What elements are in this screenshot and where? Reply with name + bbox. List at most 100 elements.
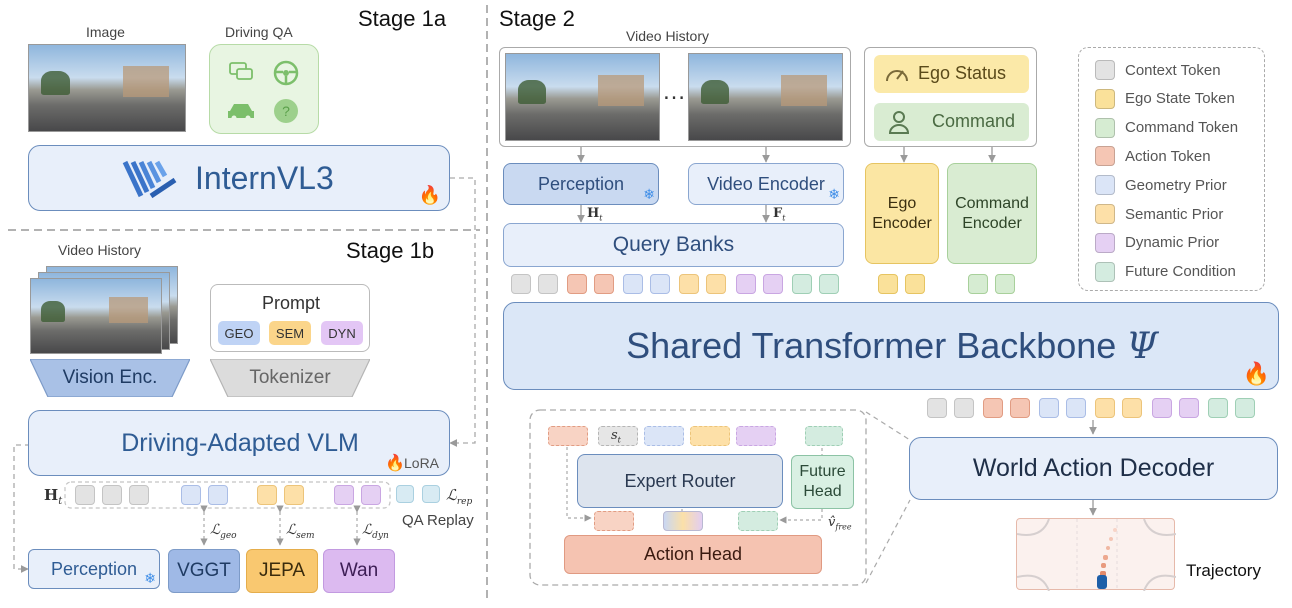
question-icon: ? bbox=[274, 99, 298, 123]
vision-enc-shape bbox=[30, 359, 190, 397]
semantic-token bbox=[257, 485, 277, 505]
vggt-box: VGGT bbox=[168, 549, 240, 593]
action-token bbox=[1010, 398, 1030, 418]
prompt-panel: Prompt GEO SEM DYN bbox=[210, 284, 370, 352]
world-action-decoder-box: World Action Decoder bbox=[909, 437, 1278, 500]
geometry-token bbox=[623, 274, 643, 294]
h-t-stage2-label: Ht bbox=[587, 206, 603, 223]
car-icon bbox=[228, 104, 254, 121]
s-t-label: st bbox=[611, 428, 621, 445]
action-token bbox=[594, 274, 614, 294]
legend-item: Semantic Prior bbox=[1095, 204, 1223, 224]
trajectory-label: Trajectory bbox=[1186, 561, 1261, 580]
geometry-token bbox=[1066, 398, 1086, 418]
video-frame-first bbox=[505, 53, 660, 141]
legend-label: Future Condition bbox=[1125, 263, 1236, 281]
vlm-to-perception-arrow bbox=[13, 444, 30, 573]
future-output-token bbox=[738, 511, 778, 531]
person-icon bbox=[888, 111, 910, 134]
trajectory-map bbox=[1016, 518, 1176, 591]
legend-label: Semantic Prior bbox=[1125, 205, 1224, 223]
image-label: Image bbox=[86, 24, 125, 40]
prompt-label: Prompt bbox=[261, 293, 321, 313]
action-output-token bbox=[594, 511, 634, 531]
perception-teacher-label: Perception bbox=[50, 558, 138, 579]
perception-label: Perception bbox=[537, 173, 625, 194]
lora-label: LoRA bbox=[404, 455, 440, 471]
command-encoder-box: Command Encoder bbox=[947, 163, 1037, 264]
dynamic-token bbox=[736, 274, 756, 294]
geometry-token bbox=[181, 485, 201, 505]
chat-icon bbox=[229, 62, 253, 80]
future-token bbox=[819, 274, 839, 294]
legend-label: Geometry Prior bbox=[1125, 176, 1227, 194]
future-token bbox=[792, 274, 812, 294]
video-frame-last bbox=[688, 53, 843, 141]
future-head-label: Future Head bbox=[799, 463, 846, 500]
video-history-label-1b: Video History bbox=[58, 242, 142, 258]
legend-swatch bbox=[1095, 60, 1115, 80]
qa-replay-label: QA Replay bbox=[402, 512, 474, 529]
legend-swatch bbox=[1095, 175, 1115, 196]
legend-item: Command Token bbox=[1095, 117, 1239, 138]
frozen-snowflake-icon: ❄ bbox=[643, 186, 655, 202]
world-action-decoder-label: World Action Decoder bbox=[972, 454, 1215, 482]
stage-2-title: Stage 2 bbox=[499, 6, 575, 31]
replay-token bbox=[396, 485, 414, 503]
mixed-prior-token bbox=[663, 511, 703, 531]
vlm-label: Driving-Adapted VLM bbox=[121, 429, 359, 457]
loss-dyn: ℒdyn bbox=[362, 522, 389, 541]
frames-ellipsis: … bbox=[662, 78, 686, 105]
frozen-snowflake-icon: ❄ bbox=[828, 186, 840, 202]
legend-label: Command Token bbox=[1125, 119, 1239, 137]
context-token bbox=[75, 485, 95, 505]
trainable-fire-icon: 🔥 bbox=[418, 185, 441, 205]
future-token bbox=[1235, 398, 1255, 418]
tokenizer-label: Tokenizer bbox=[249, 367, 331, 388]
action-token bbox=[983, 398, 1003, 418]
loss-geo: ℒgeo bbox=[210, 522, 237, 541]
perception-box: Perception ❄ bbox=[503, 163, 659, 205]
expert-router-label: Expert Router bbox=[624, 470, 736, 491]
future-token bbox=[1208, 398, 1228, 418]
geometry-token bbox=[650, 274, 670, 294]
context-token bbox=[511, 274, 531, 294]
legend-label: Action Token bbox=[1125, 147, 1211, 165]
ego-encoder-label: Ego Encoder bbox=[872, 194, 932, 232]
replay-token bbox=[422, 485, 440, 503]
video-history-label-2: Video History bbox=[626, 28, 710, 44]
internvl3-box: InternVL3 🔥 bbox=[28, 145, 450, 211]
state-token: st bbox=[598, 426, 638, 446]
semantic-token bbox=[690, 426, 730, 446]
ego-vehicle-icon bbox=[1097, 575, 1107, 589]
video-encoder-label: Video Encoder bbox=[707, 173, 825, 194]
legend-label: Dynamic Prior bbox=[1125, 234, 1220, 252]
steering-wheel-icon bbox=[273, 60, 299, 86]
semantic-token bbox=[706, 274, 726, 294]
geometry-token bbox=[208, 485, 228, 505]
l-rep-label: ℒrep bbox=[446, 486, 473, 507]
command-token bbox=[968, 274, 988, 294]
legend-swatch bbox=[1095, 117, 1115, 138]
trajectory-plot bbox=[1017, 519, 1176, 591]
command-label: Command bbox=[932, 111, 1016, 131]
semantic-token bbox=[284, 485, 304, 505]
video-frame-front bbox=[30, 278, 162, 354]
wan-box: Wan bbox=[323, 549, 395, 593]
context-token bbox=[102, 485, 122, 505]
speedometer-icon bbox=[886, 70, 908, 82]
legend-item: Dynamic Prior bbox=[1095, 232, 1220, 253]
expert-router-box: Expert Router bbox=[577, 454, 783, 508]
command-encoder-label: Command Encoder bbox=[955, 194, 1029, 232]
geometry-token bbox=[1039, 398, 1059, 418]
legend-swatch bbox=[1095, 232, 1115, 253]
dynamic-token bbox=[361, 485, 381, 505]
lora-fire-icon: 🔥 bbox=[385, 455, 405, 472]
ego-status-box: Ego Status bbox=[874, 55, 1029, 93]
internvl3-label: InternVL3 bbox=[195, 160, 334, 196]
context-token bbox=[927, 398, 947, 418]
trajectory-waypoints bbox=[1100, 528, 1117, 577]
dynamic-token bbox=[1152, 398, 1172, 418]
